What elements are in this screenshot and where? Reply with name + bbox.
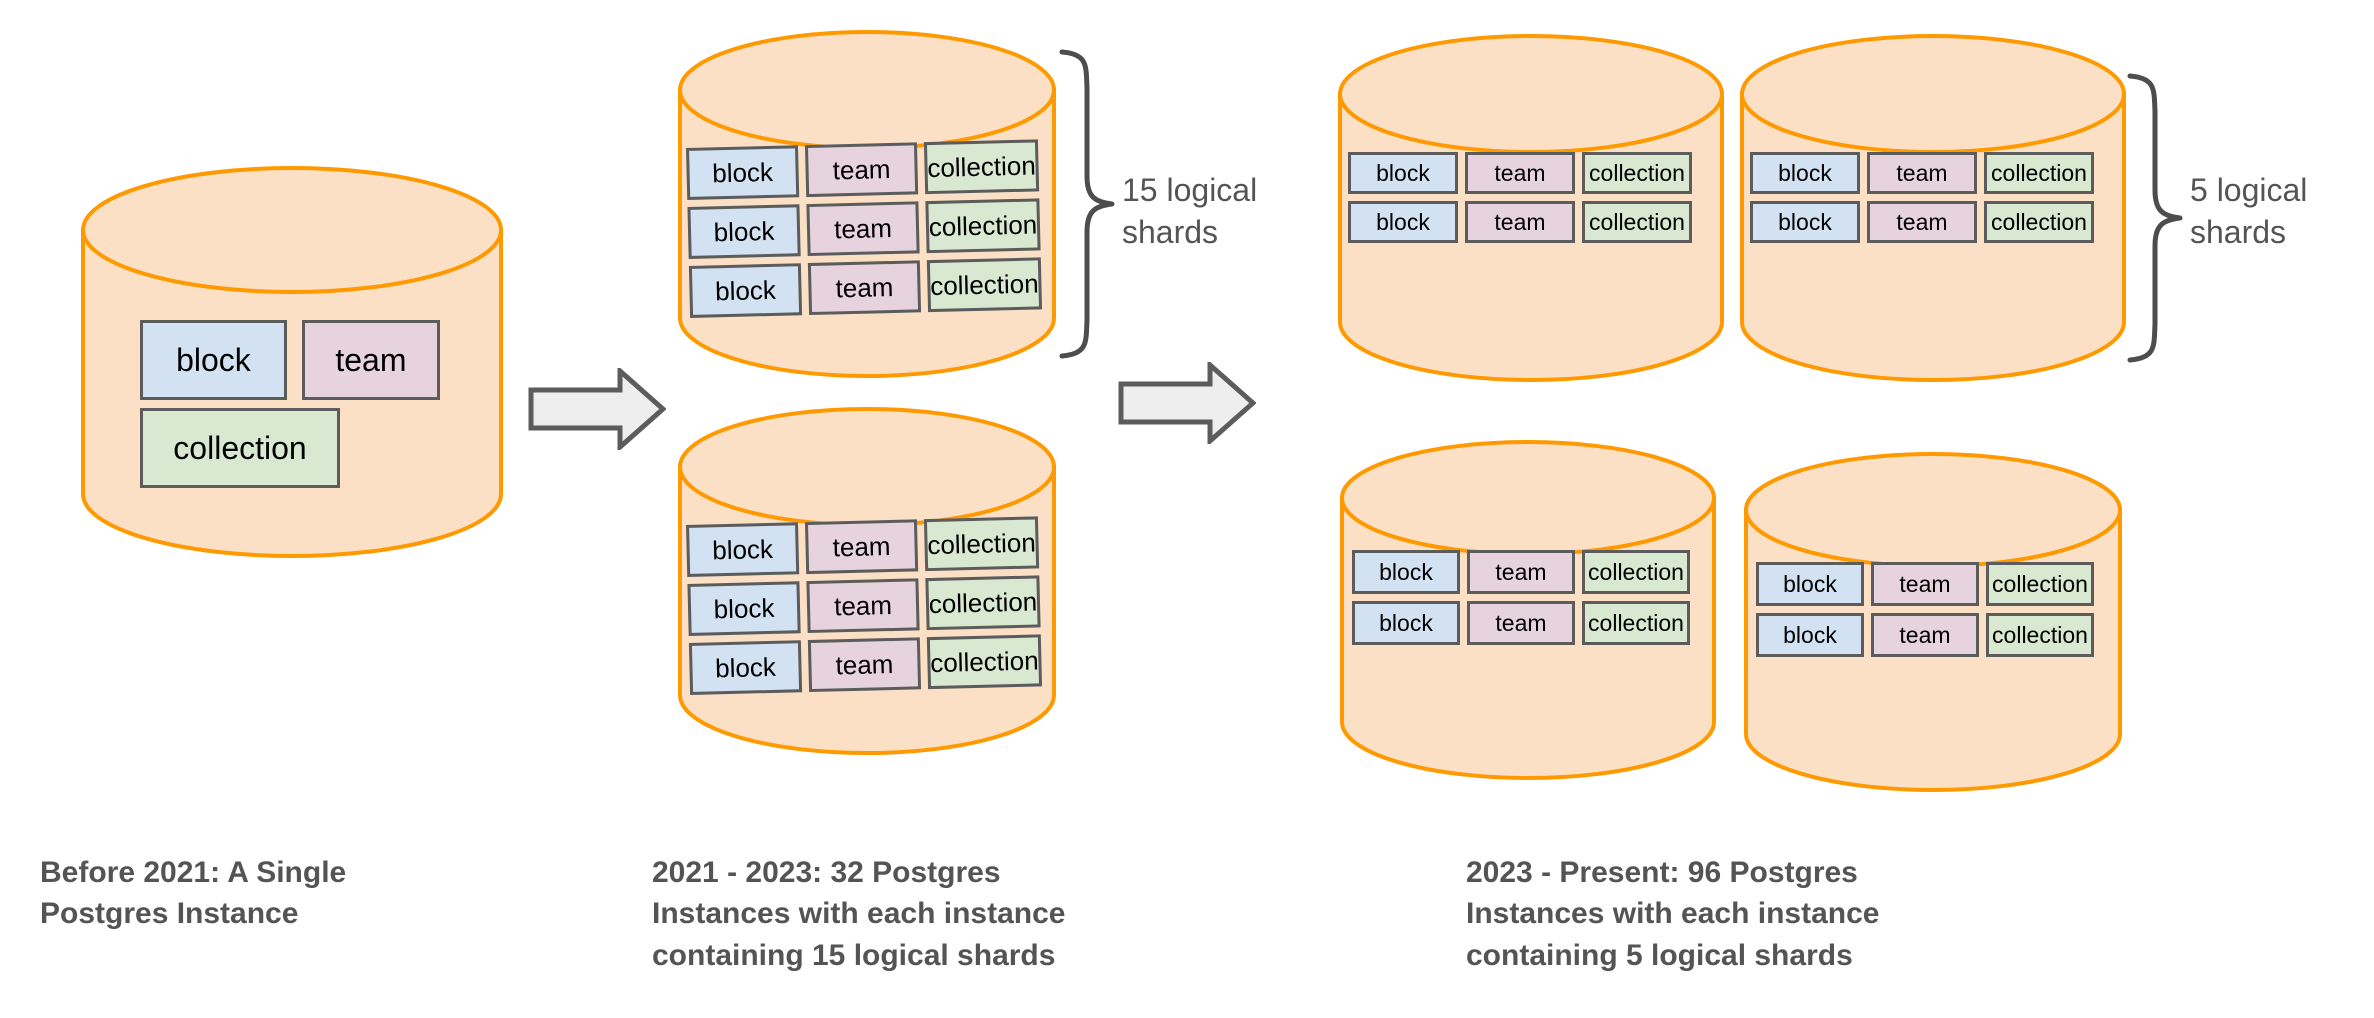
shard-row: block team collection xyxy=(1352,550,1714,594)
shard-grid-2023-top-right: block team collection block team collect… xyxy=(1750,152,2122,243)
transition-arrow-2 xyxy=(1118,362,1256,444)
shard-row: collection xyxy=(140,408,440,488)
shard-row: block team collection xyxy=(1750,201,2122,243)
table-box-collection[interactable]: collection xyxy=(1984,152,2094,194)
table-box-collection[interactable]: collection xyxy=(925,575,1041,631)
table-box-collection[interactable]: collection xyxy=(923,516,1040,572)
shard-row: block team collection xyxy=(1756,562,2118,606)
caption-2021-2023: 2021 - 2023: 32 Postgres Instances with … xyxy=(652,856,1066,972)
table-box-team[interactable]: team xyxy=(807,260,922,316)
table-box-collection[interactable]: collection xyxy=(926,257,1043,313)
brace-label-15-shards: 15 logical shards xyxy=(1122,172,1258,250)
shard-grid-2021-top: block team collection block team collect… xyxy=(686,139,1062,318)
shard-row: block team collection xyxy=(687,198,1060,259)
shard-row: block team collection xyxy=(1352,601,1714,645)
table-box-team[interactable]: team xyxy=(301,320,440,400)
transition-arrow-1 xyxy=(528,368,666,450)
table-box-block[interactable]: block xyxy=(687,204,801,259)
shard-row: block team collection xyxy=(1750,152,2122,194)
table-box-block[interactable]: block xyxy=(688,640,803,695)
shard-row: block team collection xyxy=(687,575,1060,636)
shard-row: block team collection xyxy=(1348,152,1720,194)
caption-before-2021: Before 2021: A Single Postgres Instance xyxy=(40,856,347,931)
table-box-block[interactable]: block xyxy=(687,581,801,636)
table-box-team[interactable]: team xyxy=(1867,152,1977,194)
table-box-team[interactable]: team xyxy=(1867,201,1977,243)
table-box-block[interactable]: block xyxy=(686,522,800,577)
shard-row: block team collection xyxy=(688,257,1062,318)
table-box-block[interactable]: block xyxy=(1352,550,1460,594)
table-box-block[interactable]: block xyxy=(1750,201,1860,243)
table-box-team[interactable]: team xyxy=(804,519,919,575)
table-box-block[interactable]: block xyxy=(1352,601,1460,645)
table-box-collection[interactable]: collection xyxy=(1986,613,2094,657)
table-box-collection[interactable]: collection xyxy=(140,408,340,488)
table-box-block[interactable]: block xyxy=(686,145,800,200)
table-box-block[interactable]: block xyxy=(140,320,287,400)
table-box-collection[interactable]: collection xyxy=(925,198,1041,254)
table-box-team[interactable]: team xyxy=(806,578,920,634)
table-box-block[interactable]: block xyxy=(1756,562,1864,606)
shard-row: block team collection xyxy=(1348,201,1720,243)
table-box-team[interactable]: team xyxy=(804,142,919,198)
table-box-collection[interactable]: collection xyxy=(1984,201,2094,243)
table-box-team[interactable]: team xyxy=(1465,152,1575,194)
shard-grid-2023-bottom-left: block team collection block team collect… xyxy=(1352,550,1714,645)
table-box-team[interactable]: team xyxy=(806,201,920,257)
table-box-block[interactable]: block xyxy=(1348,201,1458,243)
shard-row: block team collection xyxy=(686,139,1059,200)
shard-grid-2023-bottom-right: block team collection block team collect… xyxy=(1756,562,2118,657)
brace-label-5-shards: 5 logical shards xyxy=(2190,172,2308,250)
brace-15-shards xyxy=(1059,49,1115,359)
shard-grid-2023-top-left: block team collection block team collect… xyxy=(1348,152,1720,243)
table-box-team[interactable]: team xyxy=(1465,201,1575,243)
shard-row: block team collection xyxy=(686,516,1059,577)
table-box-collection[interactable]: collection xyxy=(1582,201,1692,243)
table-box-block[interactable]: block xyxy=(688,263,803,318)
brace-5-shards xyxy=(2127,73,2183,363)
table-box-team[interactable]: team xyxy=(1467,550,1575,594)
table-box-team[interactable]: team xyxy=(807,637,922,693)
table-box-collection[interactable]: collection xyxy=(923,139,1040,195)
shard-grid-2021-bottom: block team collection block team collect… xyxy=(686,516,1062,695)
table-box-collection[interactable]: collection xyxy=(1986,562,2094,606)
shard-grid-single: block team collection xyxy=(140,320,440,488)
shard-row: block team collection xyxy=(1756,613,2118,657)
table-box-block[interactable]: block xyxy=(1348,152,1458,194)
table-box-collection[interactable]: collection xyxy=(1582,601,1690,645)
table-box-collection[interactable]: collection xyxy=(1582,152,1692,194)
caption-2023-present: 2023 - Present: 96 Postgres Instances wi… xyxy=(1466,856,1880,972)
table-box-collection[interactable]: collection xyxy=(1582,550,1690,594)
table-box-team[interactable]: team xyxy=(1467,601,1575,645)
table-box-team[interactable]: team xyxy=(1871,613,1979,657)
table-box-collection[interactable]: collection xyxy=(926,634,1043,690)
shard-row: block team collection xyxy=(688,634,1062,695)
table-box-team[interactable]: team xyxy=(1871,562,1979,606)
shard-row: block team xyxy=(140,320,440,400)
table-box-block[interactable]: block xyxy=(1756,613,1864,657)
table-box-block[interactable]: block xyxy=(1750,152,1860,194)
